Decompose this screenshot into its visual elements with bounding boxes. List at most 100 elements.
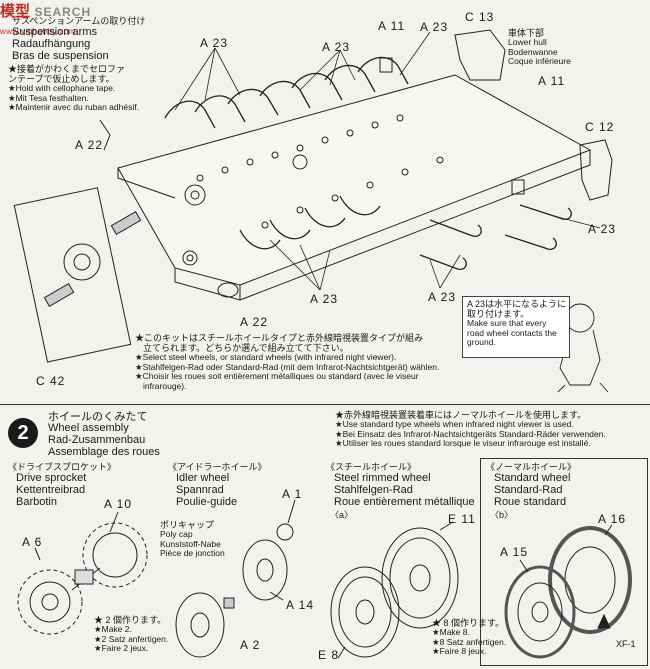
sprocket-head: 《ドライブスプロケット》 [8, 462, 117, 472]
contact-note-en3: ground. [467, 337, 496, 347]
make8-fr: ★Faire 8 jeux. [432, 646, 487, 656]
part-label-c42: C 42 [36, 374, 66, 388]
wheel-note-en: ★Select steel wheels, or standard wheels… [135, 352, 397, 362]
part-label-c13: C 13 [465, 10, 495, 24]
part-c13 [454, 29, 506, 81]
part-c12 [579, 139, 613, 201]
part-label-a6: A 6 [22, 535, 43, 549]
suspension-arms-top [164, 56, 409, 129]
step-divider [0, 404, 650, 405]
hull-label-fr: Coque inférieure [508, 56, 571, 66]
tape-note-jp2: ンテープで仮止めします。 [8, 74, 115, 84]
standard-en: Standard wheel [494, 472, 571, 484]
step2-number: 2 [8, 418, 38, 448]
part-label-a10: A 10 [104, 497, 133, 511]
wheel-note-fr1: ★Choisir les roues soit entièrement méta… [135, 371, 419, 381]
tape-note-de: ★Mit Tesa festhalten. [8, 92, 89, 103]
standard-wheel-caption: 《ノーマルホイール》 Standard wheel Standard-Rad R… [486, 462, 576, 520]
watermark-search: SEARCH [34, 5, 92, 19]
part-label-a23: A 23 [200, 36, 229, 50]
sprocket-en: Drive sprocket [16, 472, 87, 484]
step2-title-en: Wheel assembly [48, 422, 129, 434]
lower-hull-label: 車体下部 Lower hull Bodenwanne Coque inférie… [508, 28, 571, 67]
contact-note-en1: Make sure that every [467, 318, 547, 328]
night-note-de: ★Bei Einsatz des Infrarot-Nachtsichtgerä… [335, 428, 606, 439]
sprocket-de: Kettentreibrad [16, 484, 86, 496]
suspension-arms-bottom [239, 195, 572, 270]
part-label-a22: A 22 [240, 315, 269, 329]
part-label-a11: A 11 [538, 74, 566, 88]
tape-note: ★接着がかわくまでセロファ ンテープで仮止めします。 ★Hold with ce… [8, 64, 139, 113]
part-label-a22: A 22 [75, 138, 104, 152]
steel-head: 《スチールホイール》 [326, 462, 417, 472]
night-note-jp: ★赤外線暗視装置装着車にはノーマルホイールを使用します。 [335, 410, 587, 420]
paint-label-xf1: XF-1 [616, 639, 636, 649]
part-label-a23: A 23 [428, 290, 457, 304]
night-note-en: ★Use standard type wheels when infrared … [335, 419, 574, 429]
step1-title-block: サスペンションアームの取り付け Suspension arms Radaufhä… [12, 16, 145, 62]
part-label-a23: A 23 [310, 292, 339, 306]
standard-head: 《ノーマルホイール》 [486, 462, 577, 472]
polycap-label: ポリキャップ Poly cap Kunststoff-Nabe Pièce de… [160, 520, 225, 559]
step2-title-jp: ホイールのくみたて [48, 411, 148, 423]
part-label-a16: A 16 [598, 512, 627, 526]
polycap-en: Poly cap [160, 529, 193, 539]
part-a11-top [379, 57, 393, 73]
make8-jp: ★ 8 個作ります。 [432, 618, 505, 628]
part-label-c12: C 12 [585, 120, 615, 134]
polycap-jp: ポリキャップ [160, 520, 215, 530]
contact-note-en2: road wheel contacts the [467, 327, 557, 338]
site-watermark: 模型 SEARCH www.vmhobby.com [0, 0, 120, 36]
part-label-a1: A 1 [282, 487, 303, 501]
idler-head: 《アイドラーホイール》 [168, 462, 267, 472]
part-a22 [99, 119, 111, 151]
make8-de: ★8 Satz anfertigen. [432, 636, 507, 647]
make2-fr: ★Faire 2 jeux. [94, 643, 149, 653]
part-label-a14: A 14 [286, 598, 315, 612]
idler-caption: 《アイドラーホイール》 Idler wheel Spannrad Poulie-… [168, 462, 267, 508]
wheel-note-jp1: ★このキットはスチールホイールタイプと赤外線暗視装置タイプが組み [135, 333, 424, 343]
step1-title-fr: Bras de suspension [12, 50, 109, 62]
part-c42-plate [13, 187, 132, 363]
wheel-note-fr2: infrarouge). [143, 380, 187, 391]
night-viewer-note: ★赤外線暗視装置装着車にはノーマルホイールを使用します。 ★Use standa… [335, 410, 606, 449]
sprocket-caption: 《ドライブスプロケット》 Drive sprocket Kettentreibr… [8, 462, 116, 508]
idler-en: Idler wheel [176, 472, 230, 484]
steel-wheel-caption: 《スチールホイール》 Steel rimmed wheel Stahlfelge… [326, 462, 475, 520]
part-label-e11: E 11 [448, 512, 476, 526]
polycap-fr: Pièce de jonction [160, 548, 225, 558]
step1-title-de: Radaufhängung [12, 38, 91, 50]
make-2-note: ★ 2 個作ります。 ★Make 2. ★2 Satz anfertigen. … [94, 615, 168, 654]
make2-jp: ★ 2 個作ります。 [94, 615, 167, 625]
part-a11-right [511, 179, 525, 195]
idler-wheel-drawing [175, 499, 296, 658]
watermark-brand: 模型 [0, 3, 31, 20]
steel-fr: Roue entièrement métallique [334, 496, 475, 508]
standard-tag: 〈b〉 [490, 510, 514, 520]
tape-note-jp1: ★接着がかわくまでセロファ [8, 64, 126, 74]
step1-title-jp: サスペンションアームの取り付け [12, 16, 146, 26]
hull-label-de: Bodenwanne [508, 46, 558, 57]
standard-wheel-box [480, 458, 648, 666]
part-label-a23: A 23 [588, 222, 617, 236]
wheel-selection-note: ★このキットはスチールホイールタイプと赤外線暗視装置タイプが組み 立てられます。… [135, 333, 439, 391]
steel-wheel-drawing [330, 521, 459, 659]
idler-de: Spannrad [176, 484, 224, 496]
contact-note-jp1: A 23は水平になるように [467, 299, 567, 309]
lower-hull-plate [117, 74, 592, 286]
idler-fr: Poulie-guide [176, 496, 238, 508]
make2-de: ★2 Satz anfertigen. [94, 633, 169, 644]
hull-label-en: Lower hull [508, 37, 547, 47]
standard-fr: Roue standard [494, 496, 567, 508]
contact-note-jp2: 取り付けます。 [467, 309, 530, 319]
make-8-note: ★ 8 個作ります。 ★Make 8. ★8 Satz anfertigen. … [432, 618, 506, 657]
polycap-de: Kunststoff-Nabe [160, 538, 221, 549]
watermark-url: www.vmhobby.com [0, 27, 76, 36]
tape-note-fr: ★Maintenir avec du ruban adhésif. [8, 102, 139, 112]
part-label-a15: A 15 [500, 545, 529, 559]
standard-de: Standard-Rad [494, 484, 563, 496]
steel-en: Steel rimmed wheel [334, 472, 431, 484]
road-wheel-contact-note: A 23は水平になるように 取り付けます。 Make sure that eve… [462, 296, 570, 358]
sprocket-fr: Barbotin [16, 496, 57, 508]
